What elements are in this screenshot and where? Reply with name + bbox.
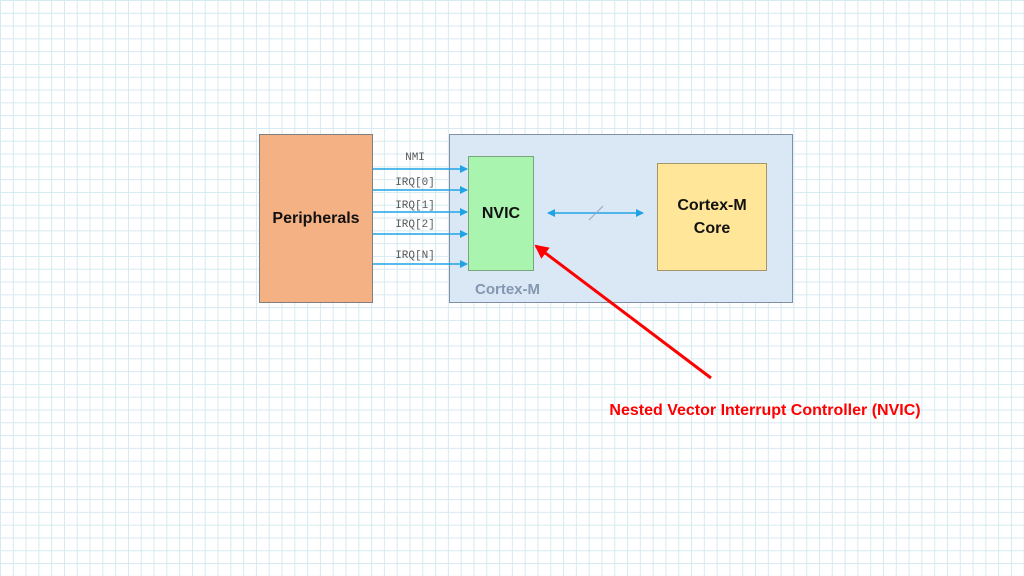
nvic-block: NVIC	[468, 156, 534, 271]
cortex-m-core-label: Cortex-M Core	[677, 197, 747, 237]
signal-label-irqn: IRQ[N]	[395, 250, 435, 262]
peripherals-label: Peripherals	[272, 209, 360, 227]
cortex-m-core-block: Cortex-M Core	[657, 163, 767, 271]
signal-label-irq2: IRQ[2]	[395, 219, 435, 231]
annotation-pointer-arrow	[534, 244, 712, 380]
signal-label-nmi: NMI	[405, 152, 425, 164]
signal-label-irq0: IRQ[0]	[395, 177, 435, 189]
bus-slash-mark	[588, 205, 604, 221]
nvic-label: NVIC	[481, 204, 521, 222]
peripherals-block: Peripherals	[259, 134, 373, 303]
signal-label-irq1: IRQ[1]	[395, 200, 435, 212]
nvic-annotation: Nested Vector Interrupt Controller (NVIC…	[609, 402, 921, 419]
cortex-m-region-label: Cortex-M	[475, 281, 541, 298]
